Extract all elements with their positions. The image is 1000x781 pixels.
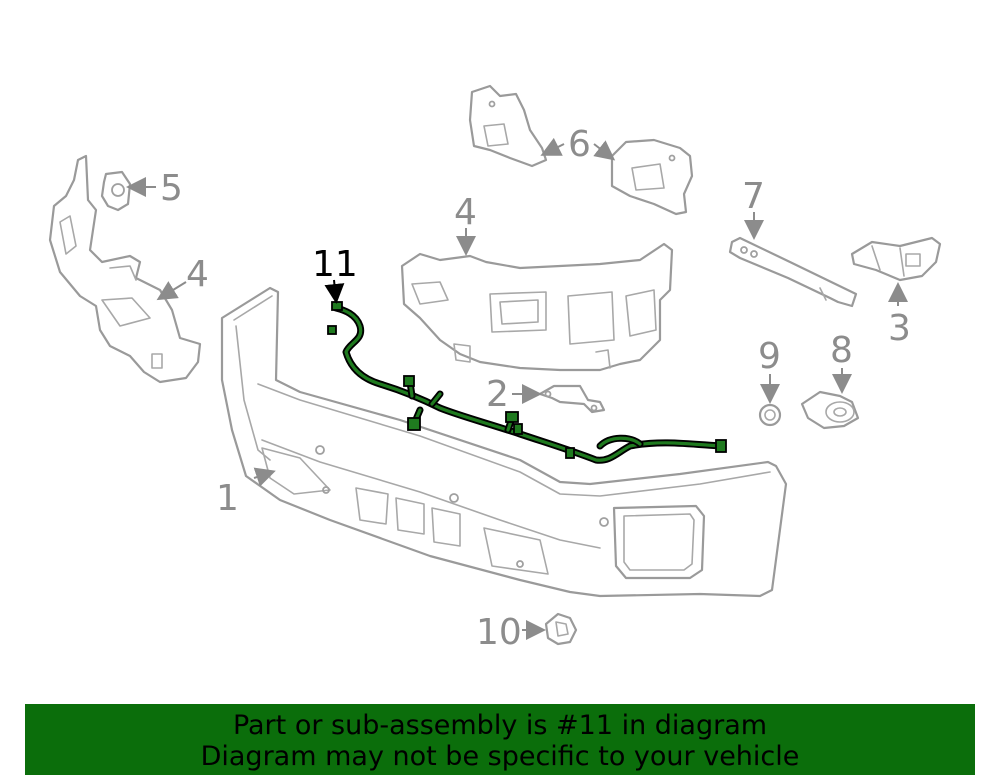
callout-4-left: 4 [186, 254, 209, 295]
callout-1: 1 [216, 478, 239, 519]
clip-part-5 [100, 170, 132, 212]
ring-part-9 [758, 403, 782, 427]
callouts: 1 2 3 4 4 5 6 7 8 9 10 11 [160, 124, 911, 653]
bracket-part-4-center [400, 242, 674, 372]
callout-6: 6 [568, 124, 591, 165]
clip-part-10 [544, 612, 578, 646]
leader-lines [126, 137, 908, 640]
callout-9: 9 [758, 336, 781, 377]
callout-5: 5 [160, 168, 183, 209]
info-banner: Part or sub-assembly is #11 in diagram D… [25, 704, 975, 775]
sensor-part-8 [800, 390, 860, 430]
callout-11: 11 [312, 244, 358, 285]
bracket-part-6-left [468, 84, 548, 168]
bumper-part [220, 286, 788, 598]
bracket-part-2 [538, 384, 606, 414]
bracket-part-3 [850, 236, 942, 282]
callout-4-center: 4 [454, 192, 477, 233]
callout-10: 10 [476, 612, 522, 653]
callout-3: 3 [888, 308, 911, 349]
bar-part-7 [728, 236, 858, 308]
bracket-part-4-left [48, 154, 202, 384]
bracket-part-6-right [610, 138, 694, 216]
callout-7: 7 [742, 176, 765, 217]
banner-line-2: Diagram may not be specific to your vehi… [200, 741, 800, 772]
banner-line-1: Part or sub-assembly is #11 in diagram [232, 710, 768, 741]
callout-2: 2 [486, 374, 509, 415]
callout-8: 8 [830, 330, 853, 371]
wiring-harness-part-11 [327, 301, 727, 464]
